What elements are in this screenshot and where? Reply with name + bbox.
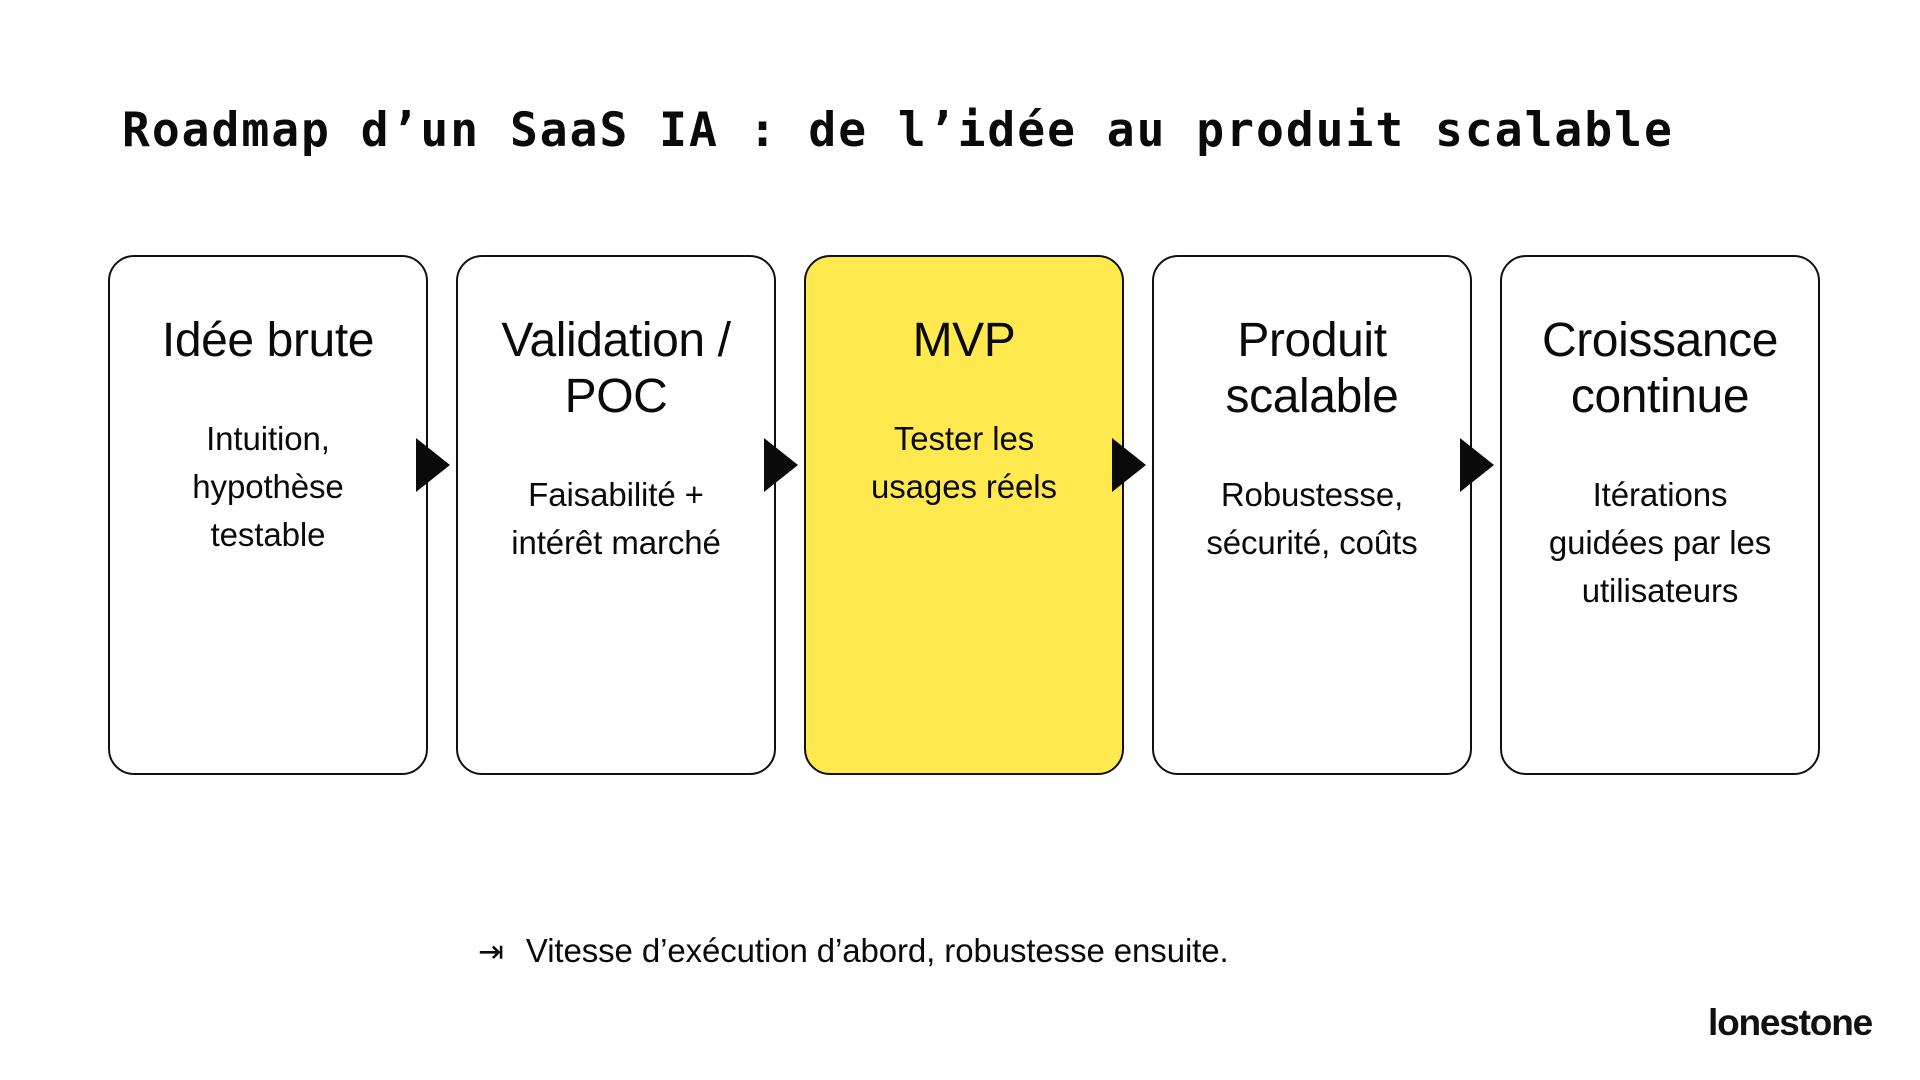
stage-description: Itérations guidées par les utilisateurs: [1548, 476, 1772, 609]
stage-title: MVP: [912, 314, 1016, 367]
triangle-right-icon: [416, 438, 450, 492]
stage-content: Validation / POC Faisabilité + intérêt ma…: [468, 257, 764, 773]
triangle-right-icon: [764, 438, 798, 492]
caption-text: Vitesse d’exécution d’abord, robustesse …: [525, 932, 1229, 969]
stage-title: Validation / POC: [501, 314, 731, 424]
arrow-to-bar-icon: ⇥: [478, 933, 504, 969]
brand-logo: lonestone: [1708, 1002, 1873, 1043]
stage-description: Robustesse, sécurité, coûts: [1206, 476, 1418, 562]
triangle-right-icon: [1460, 438, 1494, 492]
caption: ⇥ Vitesse d’exécution d’abord, robustess…: [478, 932, 1229, 970]
stage-box-mvp[interactable]: MVP Tester les usages réels: [804, 255, 1124, 775]
stage-title: Produit scalable: [1225, 314, 1399, 424]
stage-description: Intuition, hypothèse testable: [192, 420, 344, 553]
page-title: Roadmap d’un SaaS IA : de l’idée au prod…: [122, 103, 1674, 159]
stage-title: Croissance continue: [1541, 314, 1779, 424]
stage-description: Faisabilité + intérêt marché: [511, 476, 721, 562]
stage-box-validation-poc[interactable]: Validation / POC Faisabilité + intérêt ma…: [456, 255, 776, 775]
triangle-right-icon: [1112, 438, 1146, 492]
stage-title: Idée brute: [161, 314, 375, 367]
stage-content: MVP Tester les usages réels: [816, 257, 1112, 773]
stage-description: Tester les usages réels: [871, 420, 1057, 505]
